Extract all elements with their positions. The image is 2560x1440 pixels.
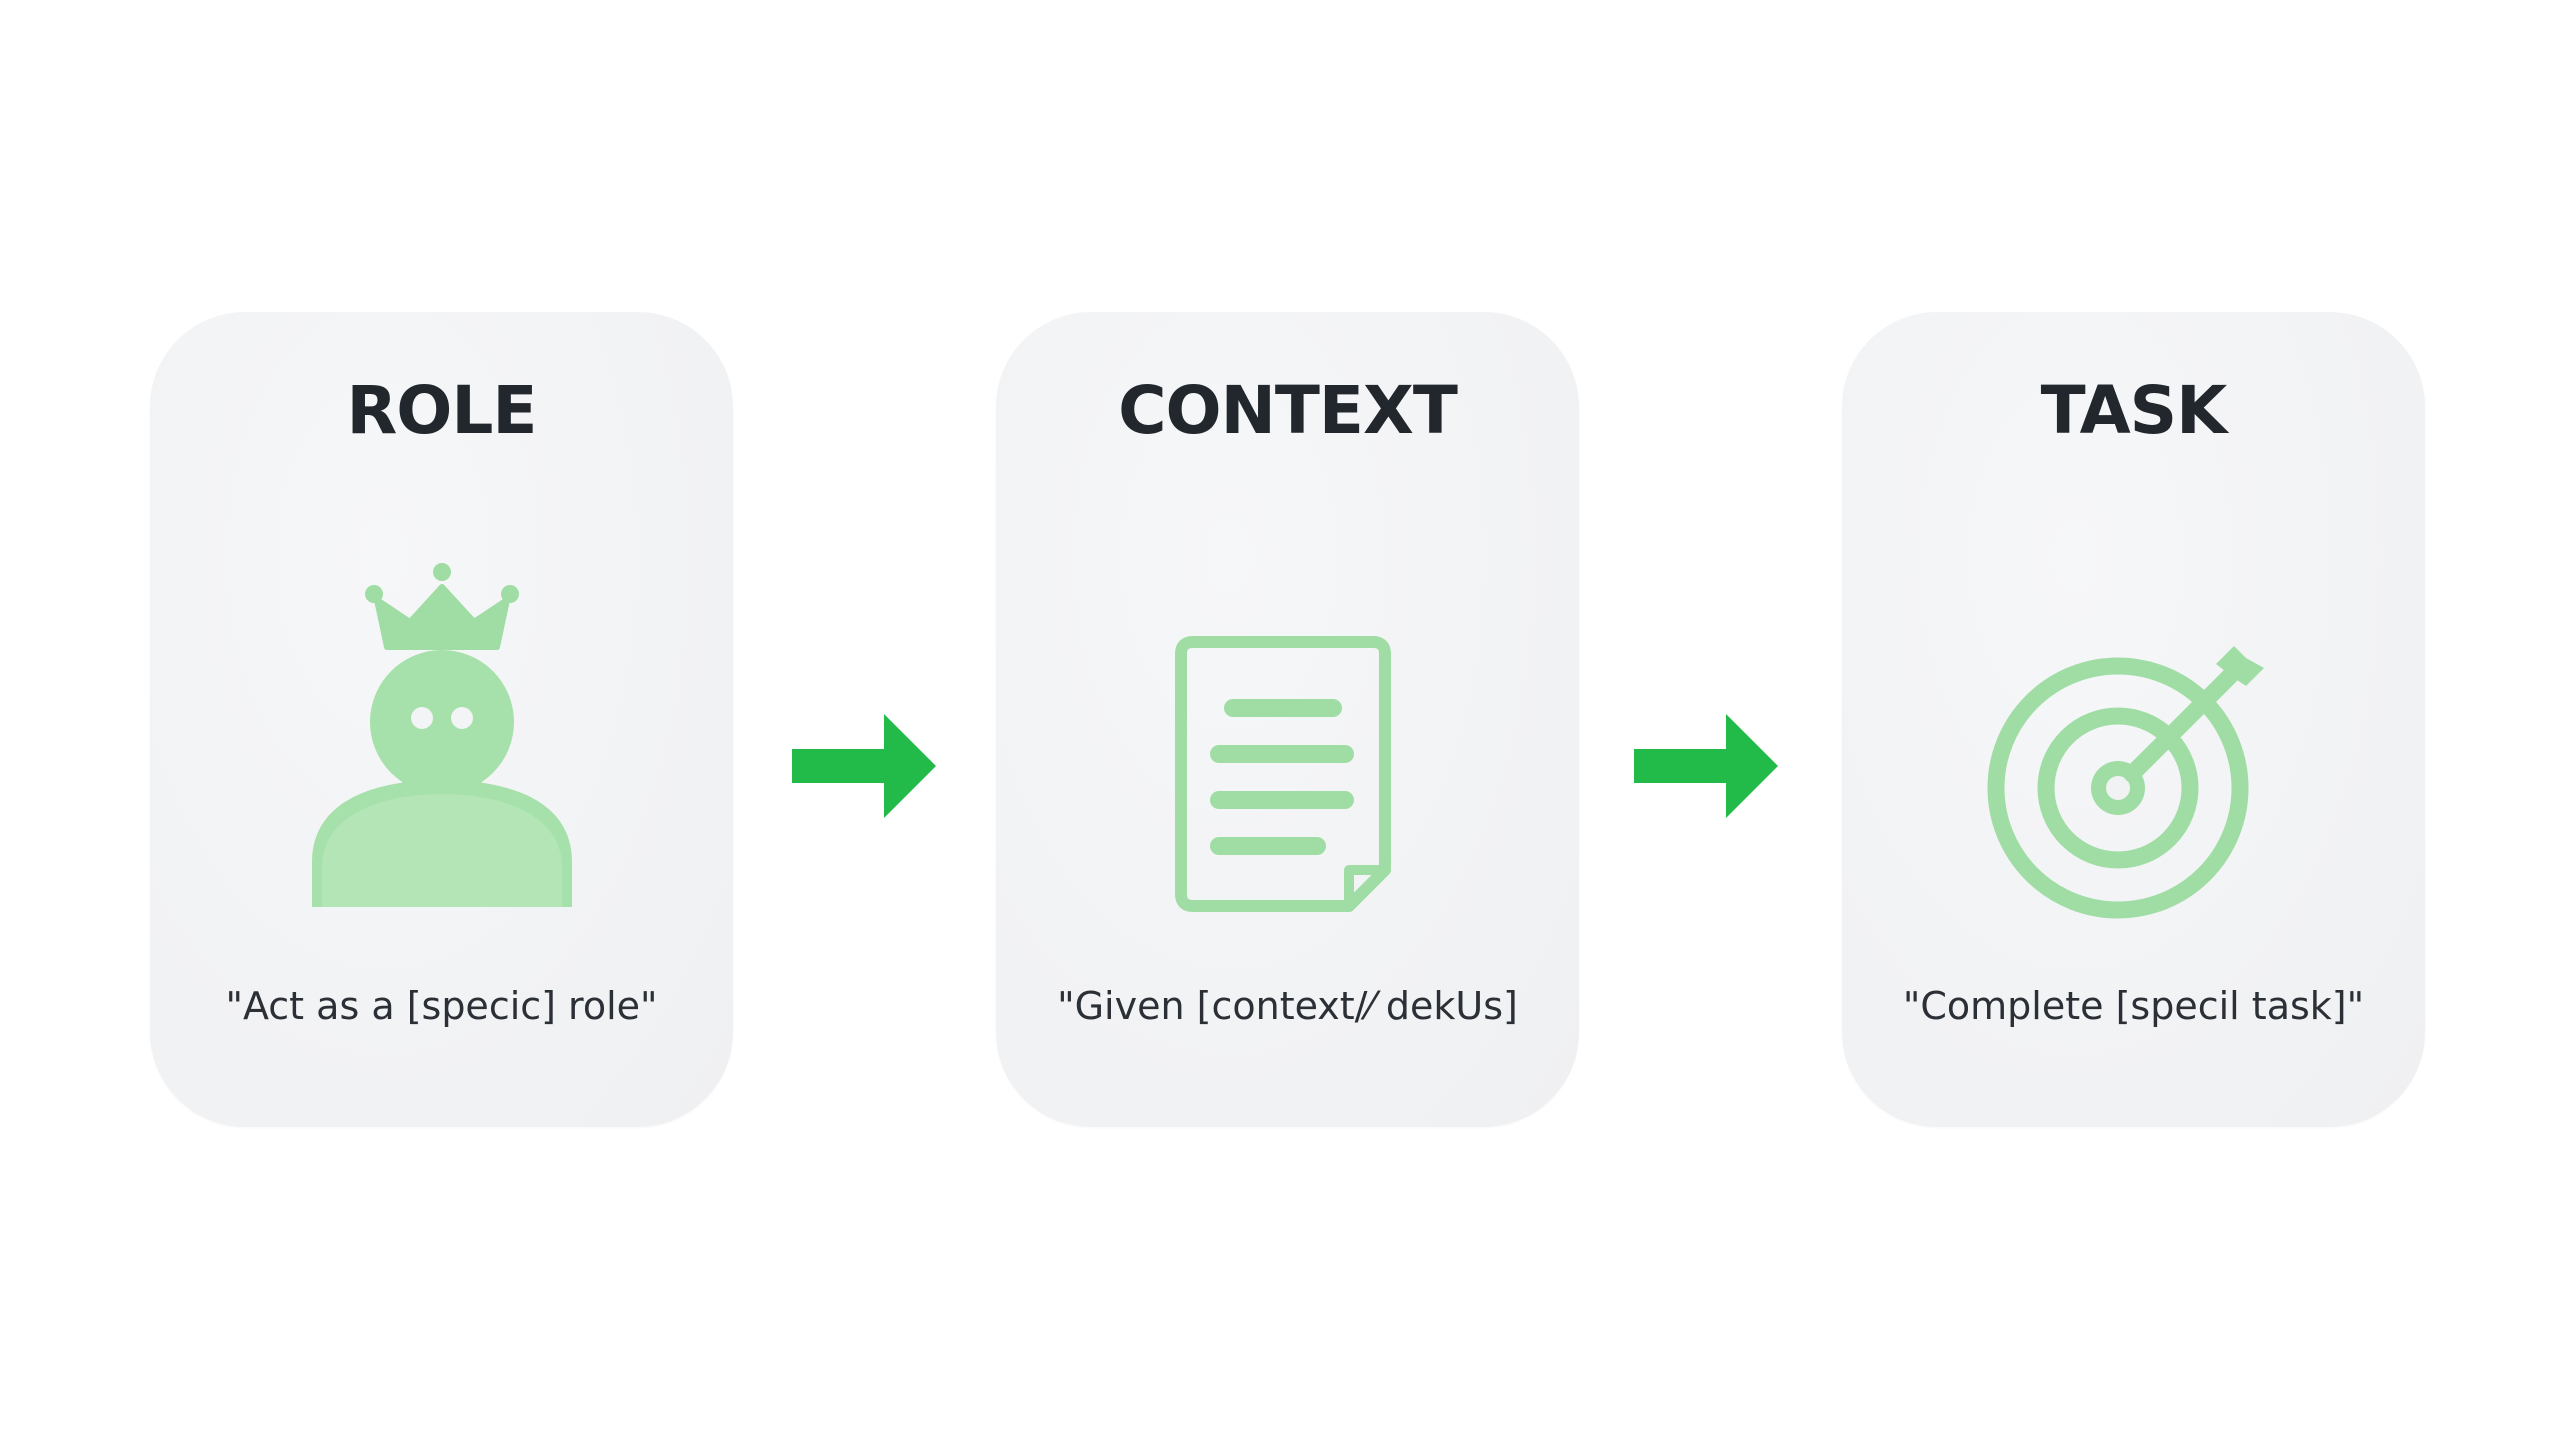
target-middle-ring <box>2037 707 2198 869</box>
target-svg <box>1987 646 2264 919</box>
document-svg <box>1174 636 1391 912</box>
crown-jewel-center <box>432 563 451 581</box>
target-dart-shaft <box>2123 667 2238 783</box>
arrow-shape-1 <box>792 714 936 818</box>
crowned-person-icon <box>150 532 733 912</box>
crown-jewel-right <box>500 585 519 603</box>
context-card: CONTEXT "Given [context/⁄ dekUs] <box>996 312 1579 1127</box>
person-eye-left <box>410 707 433 729</box>
document-outline <box>1174 636 1391 912</box>
context-title: CONTEXT <box>1118 372 1458 449</box>
person-eye-right <box>450 707 473 729</box>
target-outer-ring <box>1987 657 2248 919</box>
crown-jewel-left <box>364 585 383 603</box>
task-card: TASK "Complete [specil task]" <box>1842 312 2425 1127</box>
target-dart-flight <box>2215 646 2264 686</box>
person-head <box>369 650 514 794</box>
crown-shape <box>373 584 510 650</box>
arrow-shape-2 <box>1634 714 1778 818</box>
arrow-right-icon <box>1634 714 1778 818</box>
target-icon <box>1842 624 2425 924</box>
person-body-shade <box>321 794 562 907</box>
crowned-person-svg <box>311 563 572 907</box>
target-bullseye-hole <box>2105 776 2130 800</box>
role-caption: "Act as a [specic] role" <box>225 984 658 1028</box>
role-title: ROLE <box>346 372 537 449</box>
task-title: TASK <box>2040 372 2228 449</box>
task-caption: "Complete [specil task]" <box>1902 984 2365 1028</box>
arrow-right-icon <box>792 714 936 818</box>
document-fold <box>1343 865 1385 906</box>
document-icon <box>996 630 1579 920</box>
role-card: ROLE "Act as a [specic] role" <box>150 312 733 1127</box>
context-caption: "Given [context/⁄ dekUs] <box>1057 984 1518 1028</box>
